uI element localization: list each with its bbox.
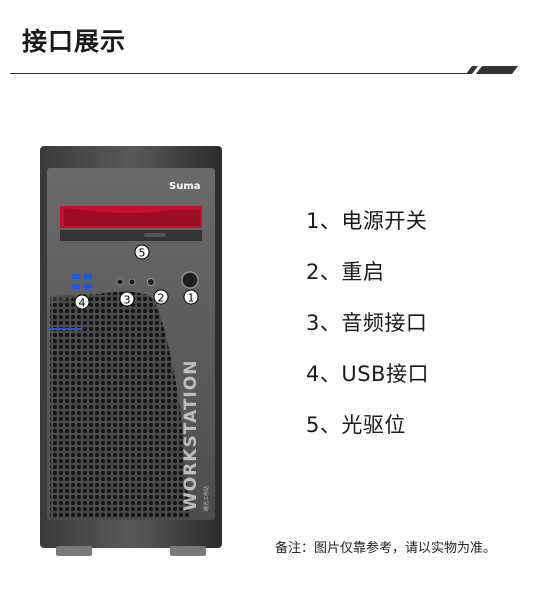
brand-logo: Suma [169, 181, 201, 192]
callout-3: 3 [119, 291, 135, 307]
callout-5: 5 [134, 244, 150, 260]
callout-2-label: 2 [158, 292, 165, 305]
callout-1: 1 [183, 289, 199, 305]
legend-item-power: 1、电源开关 [306, 208, 428, 233]
callout-4-label: 4 [79, 297, 86, 310]
audio-ports [116, 278, 136, 286]
legend-item-audio: 3、音频接口 [306, 310, 428, 335]
usb-ports [72, 274, 92, 289]
callout-1-label: 1 [188, 292, 195, 305]
header-rule-accent [466, 66, 518, 74]
reset-button [147, 278, 155, 286]
page-title: 接口展示 [22, 27, 127, 56]
legend-item-reset: 2、重启 [306, 259, 385, 284]
front-mesh [50, 291, 190, 518]
callout-2: 2 [153, 289, 169, 305]
interface-legend: 1、电源开关 2、重启 3、音频接口 4、USB接口 5、光驱位 [306, 194, 429, 449]
optical-tray [60, 230, 202, 241]
power-button [181, 271, 199, 289]
header-rule [10, 73, 472, 74]
callout-5-label: 5 [139, 247, 146, 260]
callout-4: 4 [74, 294, 90, 310]
legend-item-usb: 4、USB接口 [306, 361, 429, 386]
case-foot-right [170, 546, 206, 556]
workstation-tower-image: Suma 5 4 3 2 1 WORKSTATION 曙光工作站 [40, 146, 222, 556]
side-blue-line [50, 328, 82, 330]
legend-item-optical: 5、光驱位 [306, 412, 406, 437]
disclaimer-note: 备注：图片仅靠参考，请以实物为准。 [275, 541, 497, 556]
callout-3-label: 3 [124, 294, 131, 307]
case-foot-left [56, 546, 92, 556]
workstation-label: WORKSTATION [181, 360, 201, 511]
workstation-sublabel: 曙光工作站 [203, 486, 210, 511]
